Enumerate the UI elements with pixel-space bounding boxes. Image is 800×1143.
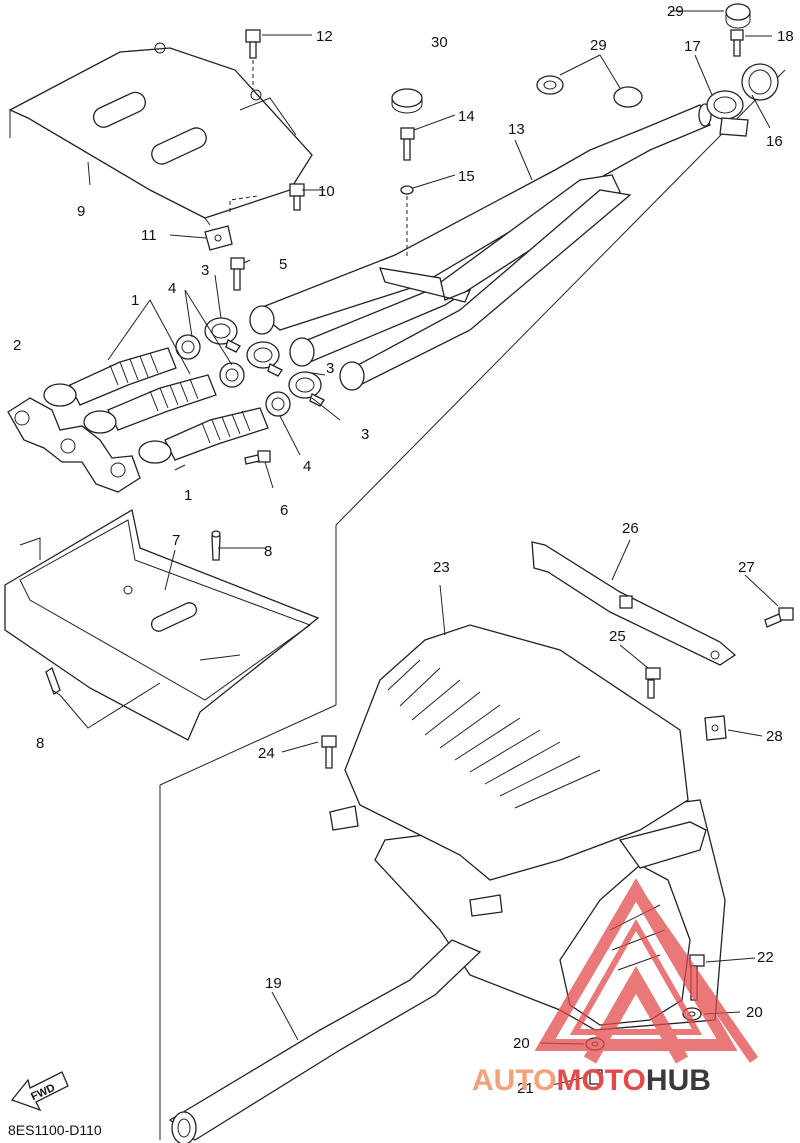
exhaust-pipe-13: [249, 103, 712, 391]
bolt-5: [230, 257, 245, 291]
bracket-11: [204, 195, 259, 251]
leader-lines: [51, 10, 779, 1087]
bolt-12: [245, 29, 261, 90]
callout-9: 9: [77, 203, 85, 220]
callout-27: 27: [738, 559, 755, 576]
callout-8a: 8: [264, 543, 272, 560]
callout-30: 30: [431, 34, 448, 51]
callout-1b: 1: [184, 487, 192, 504]
callout-4b: 4: [303, 458, 311, 475]
exhaust-joint-1c: [138, 407, 269, 464]
grommet-29a: [536, 75, 564, 95]
bolt-10: [289, 183, 305, 211]
bolt-25: [645, 667, 661, 699]
callout-20a: 20: [746, 1004, 763, 1021]
callout-25: 25: [609, 628, 626, 645]
callout-1a: 1: [131, 292, 139, 309]
gasket-16: [741, 63, 779, 101]
clamp-3c: [288, 371, 325, 407]
clamp-17: [706, 90, 749, 137]
bolt-18: [730, 29, 744, 57]
callout-7: 7: [172, 532, 180, 549]
fwd-label: FWD: [29, 1082, 57, 1103]
callout-18: 18: [777, 28, 794, 45]
plug-30: [391, 88, 423, 114]
flange-gasket-2: [7, 397, 141, 493]
bolt-21: [589, 1069, 603, 1085]
callout-12: 12: [316, 28, 333, 45]
callout-8b: 8: [36, 735, 44, 752]
callout-20b: 20: [513, 1035, 530, 1052]
callout-13: 13: [508, 121, 525, 138]
heat-shield-upper: [8, 42, 313, 226]
callout-22: 22: [757, 949, 774, 966]
grommet-29b: [613, 86, 643, 108]
callout-3c: 3: [361, 426, 369, 443]
callout-4a: 4: [168, 280, 176, 297]
callout-15: 15: [458, 168, 475, 185]
heat-shield-lower: [4, 508, 320, 741]
callout-5: 5: [279, 256, 287, 273]
clamp-3a: [204, 317, 241, 353]
watermark-logo: [534, 878, 759, 1064]
callout-14: 14: [458, 108, 475, 125]
clamp-3b: [246, 341, 283, 377]
gasket-4c: [265, 391, 291, 417]
callout-6: 6: [280, 502, 288, 519]
callout-3a: 3: [201, 262, 209, 279]
rivet-8a: [211, 530, 221, 561]
watermark-auto: AUTO: [472, 1064, 556, 1097]
callout-16: 16: [766, 133, 783, 150]
callout-29a: 29: [667, 3, 684, 20]
callout-24: 24: [258, 745, 275, 762]
callout-3b: 3: [326, 360, 334, 377]
watermark-hub: HUB: [646, 1064, 711, 1097]
gasket-4a: [175, 334, 201, 360]
rivet-8b: [45, 667, 61, 695]
callout-labels: 1 1 2 3 3 3 4 4 5 6 7 8 8 9 10 11 12 13 …: [13, 3, 794, 1097]
gasket-4b: [219, 362, 245, 388]
drawing-code: 8ES1100-D110: [8, 1122, 102, 1138]
callout-21: 21: [517, 1080, 534, 1097]
bolt-6: [244, 450, 271, 465]
washer-15: [400, 185, 414, 195]
watermark-moto: MOTO: [556, 1064, 645, 1097]
callout-29b: 29: [590, 37, 607, 54]
callout-11: 11: [141, 227, 157, 244]
bracket-26: [531, 541, 737, 666]
callout-17: 17: [684, 38, 701, 55]
callout-10: 10: [318, 183, 335, 200]
exhaust-joint-1b: [83, 374, 217, 434]
watermark-text: AUTOMOTOHUB: [472, 1064, 711, 1097]
nut-28: [704, 715, 727, 741]
inlet-pipe-19: [168, 939, 482, 1143]
callout-19: 19: [265, 975, 282, 992]
muffler-23: [329, 624, 726, 1031]
callout-28: 28: [766, 728, 783, 745]
callout-26: 26: [622, 520, 639, 537]
section-boundary-line: [159, 69, 786, 1140]
bolt-24: [321, 735, 337, 769]
fwd-arrow-icon: FWD: [10, 1071, 69, 1112]
grommet-29c: [725, 3, 751, 29]
callout-23: 23: [433, 559, 450, 576]
bolt-14: [400, 127, 415, 161]
bolt-27: [764, 607, 794, 628]
exhaust-joint-1a: [43, 347, 177, 407]
callout-2: 2: [13, 337, 21, 354]
